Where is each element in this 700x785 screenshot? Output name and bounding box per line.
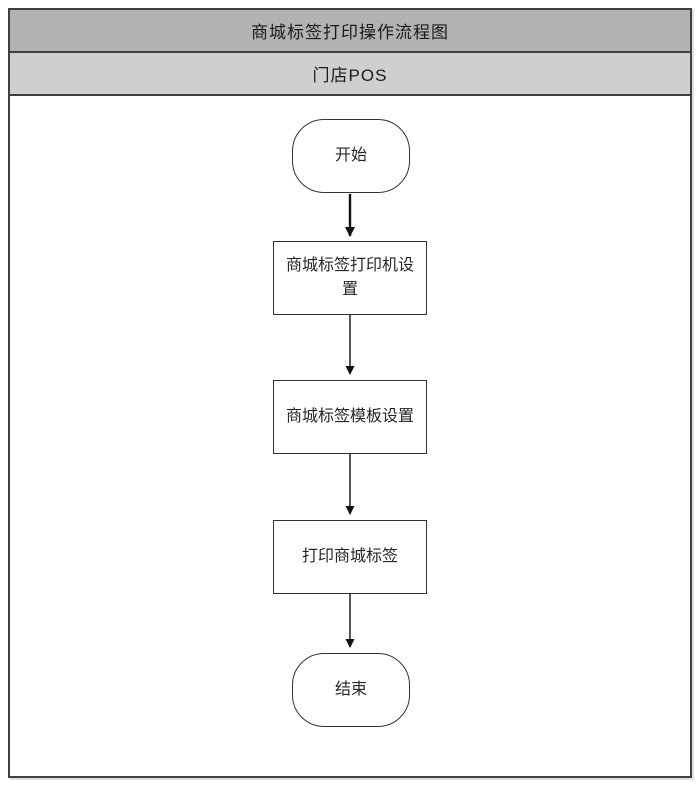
node-start-terminator: 开始 — [292, 119, 410, 193]
diagram-title-bar: 商城标签打印操作流程图 — [10, 10, 690, 53]
diagram-title: 商城标签打印操作流程图 — [251, 23, 449, 42]
swimlane-header: 门店POS — [10, 53, 690, 96]
node-start-label: 开始 — [334, 147, 367, 164]
node-printer-setup-label: 商城标签打印机设置 — [285, 257, 414, 298]
node-template-setup: 商城标签模板设置 — [273, 380, 427, 454]
node-end-terminator: 结束 — [292, 653, 410, 727]
node-template-setup-label: 商城标签模板设置 — [285, 408, 414, 425]
flowchart-frame: 商城标签打印操作流程图 门店POS 开始 商城标签打印机设置 — [8, 8, 692, 778]
node-end-label: 结束 — [334, 681, 367, 698]
swimlane-label: 门店POS — [312, 66, 388, 85]
node-print-label-label: 打印商城标签 — [301, 548, 398, 565]
flowchart-canvas: 开始 商城标签打印机设置 商城标签模板设置 打印商城标签 结束 — [10, 96, 690, 776]
node-print-label: 打印商城标签 — [273, 520, 427, 594]
node-printer-setup: 商城标签打印机设置 — [273, 241, 427, 315]
